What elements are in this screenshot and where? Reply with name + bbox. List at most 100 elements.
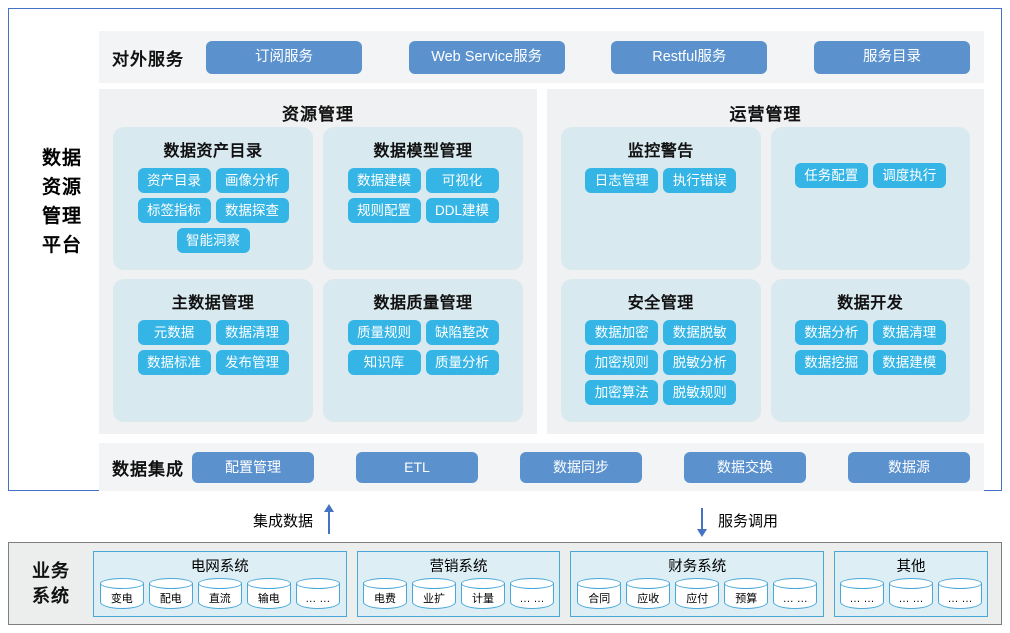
- database-label: … …: [898, 593, 924, 605]
- module-card-title: 数据资产目录: [163, 143, 263, 160]
- external-service-button-3[interactable]: 服务目录: [813, 40, 970, 74]
- module-chip[interactable]: 数据建模: [872, 350, 946, 375]
- external-service-button-1[interactable]: Web Service服务: [408, 40, 565, 74]
- module-chip[interactable]: 加密规则: [585, 350, 659, 375]
- module-chip[interactable]: 规则配置: [347, 198, 421, 223]
- module-chip[interactable]: 资产目录: [137, 168, 211, 193]
- panel-cards: 数据资产目录资产目录画像分析标签指标数据探查智能洞察 数据模型管理数据建模可视化规…: [99, 127, 537, 434]
- database-cylinder-icon[interactable]: 预算: [724, 578, 769, 612]
- module-chip[interactable]: 标签指标: [137, 198, 211, 223]
- database-cylinder-icon[interactable]: 直流: [197, 578, 242, 612]
- external-service-button-0[interactable]: 订阅服务: [206, 40, 362, 74]
- module-card: 主数据管理元数据数据清理数据标准发布管理: [113, 279, 313, 422]
- module-chip[interactable]: 数据分析: [794, 320, 868, 345]
- module-chip[interactable]: 质量规则: [347, 320, 421, 345]
- data-integration-button-4[interactable]: 数据源: [848, 451, 970, 483]
- data-integration-button-0[interactable]: 配置管理: [192, 451, 314, 483]
- database-cylinder-icon[interactable]: 电费: [363, 578, 408, 612]
- business-system-group-title: 营销系统: [429, 558, 488, 575]
- data-integration-title: 数据集成: [112, 459, 184, 479]
- panel-title: 资源管理: [282, 105, 354, 124]
- database-label: 变电: [110, 593, 133, 605]
- module-chip-list: 日志管理执行错误: [569, 168, 753, 193]
- module-card-title: 主数据管理: [171, 295, 255, 312]
- module-chip[interactable]: 执行错误: [663, 168, 737, 193]
- module-chip[interactable]: 数据挖掘: [794, 350, 868, 375]
- module-chip[interactable]: DDL建模: [425, 198, 499, 223]
- module-chip-list: 质量规则缺陷整改知识库质量分析: [331, 320, 515, 375]
- module-chip[interactable]: 发布管理: [215, 350, 289, 375]
- module-chip[interactable]: 数据探查: [215, 198, 289, 223]
- database-list: 合同 应收 应付 预算… …: [577, 578, 818, 616]
- module-chip[interactable]: 智能洞察: [176, 228, 250, 253]
- database-label: 配电: [159, 593, 182, 605]
- module-chip[interactable]: 数据清理: [215, 320, 289, 345]
- database-cylinder-icon[interactable]: 应付: [675, 578, 720, 612]
- module-card-title: 数据模型管理: [373, 143, 473, 160]
- data-integration-buttons: 配置管理 ETL 数据同步 数据交换 数据源: [188, 451, 984, 483]
- database-cylinder-icon[interactable]: 计量: [461, 578, 506, 612]
- module-chip[interactable]: 数据标准: [137, 350, 211, 375]
- module-chip[interactable]: 数据建模: [347, 168, 421, 193]
- module-chip[interactable]: 数据脱敏: [663, 320, 737, 345]
- database-cylinder-icon[interactable]: … …: [295, 578, 340, 612]
- platform-title-line-2: 管理: [41, 206, 82, 227]
- module-chip[interactable]: 加密算法: [585, 380, 659, 405]
- business-system-group: 其他… …… …… …: [834, 550, 989, 617]
- arrow-up-icon: [322, 504, 336, 537]
- module-chip[interactable]: 画像分析: [215, 168, 289, 193]
- database-label: 直流: [208, 593, 231, 605]
- module-chip[interactable]: 知识库: [347, 350, 421, 375]
- module-chip[interactable]: 数据清理: [872, 320, 946, 345]
- module-card: 数据开发数据分析数据清理数据挖掘数据建模: [770, 279, 970, 422]
- database-label: … …: [947, 593, 973, 605]
- platform-title: 数据资源管理平台: [23, 144, 101, 260]
- module-chip[interactable]: 调度执行: [872, 163, 946, 188]
- module-chip[interactable]: 元数据: [137, 320, 211, 345]
- module-chip[interactable]: 可视化: [425, 168, 499, 193]
- database-cylinder-icon[interactable]: 应收: [626, 578, 671, 612]
- database-label: … …: [305, 593, 331, 605]
- module-chip[interactable]: 数据加密: [585, 320, 659, 345]
- database-cylinder-icon[interactable]: … …: [840, 578, 885, 612]
- data-integration-button-1[interactable]: ETL: [356, 451, 478, 483]
- business-system-group: 营销系统电费业扩计量 … …: [356, 550, 561, 617]
- database-cylinder-icon[interactable]: 输电: [246, 578, 291, 612]
- database-cylinder-icon[interactable]: 业扩: [412, 578, 457, 612]
- module-chip[interactable]: 缺陷整改: [425, 320, 499, 345]
- module-chip[interactable]: 脱敏规则: [663, 380, 737, 405]
- management-panels: 资源管理数据资产目录资产目录画像分析标签指标数据探查智能洞察 数据模型管理数据建模…: [99, 89, 984, 434]
- flow-integrate-data: 集成数据: [253, 504, 336, 537]
- panel-title: 运营管理: [729, 105, 802, 124]
- flow-integrate-data-label: 集成数据: [253, 513, 314, 530]
- data-integration-button-3[interactable]: 数据交换: [684, 451, 806, 483]
- module-chip[interactable]: 任务配置: [794, 163, 868, 188]
- module-card: 监控警告日志管理执行错误: [561, 127, 761, 270]
- module-chip[interactable]: 脱敏分析: [663, 350, 737, 375]
- database-label: 应收: [637, 593, 660, 605]
- data-integration-button-2[interactable]: 数据同步: [520, 451, 642, 483]
- database-cylinder-icon[interactable]: 变电: [99, 578, 144, 612]
- module-chip[interactable]: 日志管理: [585, 168, 659, 193]
- database-label: 应付: [686, 593, 709, 605]
- data-integration-row: 数据集成 配置管理 ETL 数据同步 数据交换 数据源: [99, 443, 984, 491]
- database-cylinder-icon[interactable]: … …: [773, 578, 818, 612]
- panel-resource-management: 资源管理数据资产目录资产目录画像分析标签指标数据探查智能洞察 数据模型管理数据建模…: [99, 89, 537, 434]
- flow-arrows: 集成数据 服务调用: [0, 498, 1010, 540]
- database-label: … …: [519, 593, 545, 605]
- database-cylinder-icon[interactable]: … …: [889, 578, 934, 612]
- business-systems-frame: 业务系统 电网系统变电配电直流输电… …营销系统电费业扩计量… …财务系统合同应…: [8, 542, 1002, 625]
- module-chip[interactable]: 质量分析: [425, 350, 499, 375]
- database-cylinder-icon[interactable]: 配电: [148, 578, 193, 612]
- flow-service-call: 服务调用: [695, 504, 778, 537]
- external-service-button-2[interactable]: Restful服务: [611, 40, 768, 74]
- database-label: … …: [849, 593, 875, 605]
- database-cylinder-icon[interactable]: 合同: [577, 578, 622, 612]
- database-list: 电费业扩计量 … …: [363, 578, 555, 616]
- module-card-title: 数据质量管理: [373, 295, 473, 312]
- database-cylinder-icon[interactable]: … …: [938, 578, 983, 612]
- database-cylinder-icon[interactable]: … …: [510, 578, 555, 612]
